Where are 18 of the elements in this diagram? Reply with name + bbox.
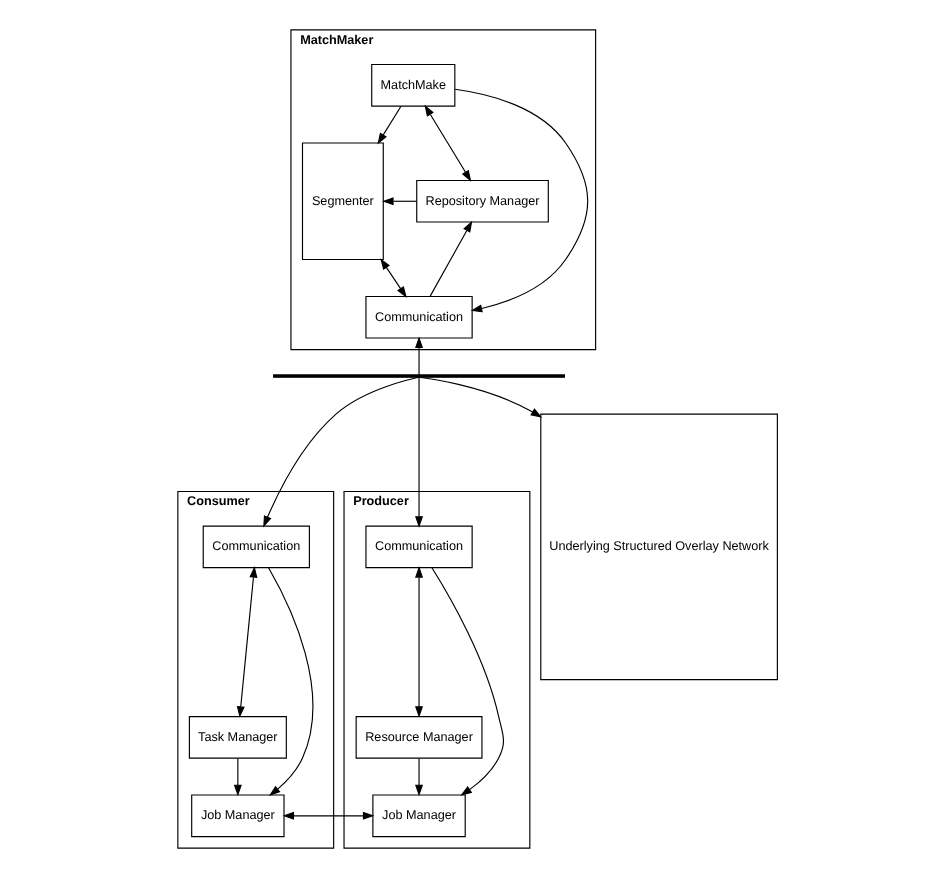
arrow <box>415 757 424 797</box>
arrow <box>415 376 424 528</box>
arrow <box>380 258 407 298</box>
arrow <box>268 567 314 797</box>
arrow <box>424 104 472 182</box>
node-bar <box>273 374 566 378</box>
arrow <box>415 566 424 718</box>
arrow <box>263 376 420 528</box>
arrow <box>377 105 402 145</box>
arrow <box>454 88 589 313</box>
arrow <box>431 567 505 796</box>
arrow <box>418 376 543 418</box>
arrow <box>382 197 418 206</box>
arrow <box>429 220 473 297</box>
arrow <box>236 566 258 718</box>
arrow <box>415 336 424 376</box>
arrow <box>282 811 375 820</box>
arrow <box>233 757 242 797</box>
